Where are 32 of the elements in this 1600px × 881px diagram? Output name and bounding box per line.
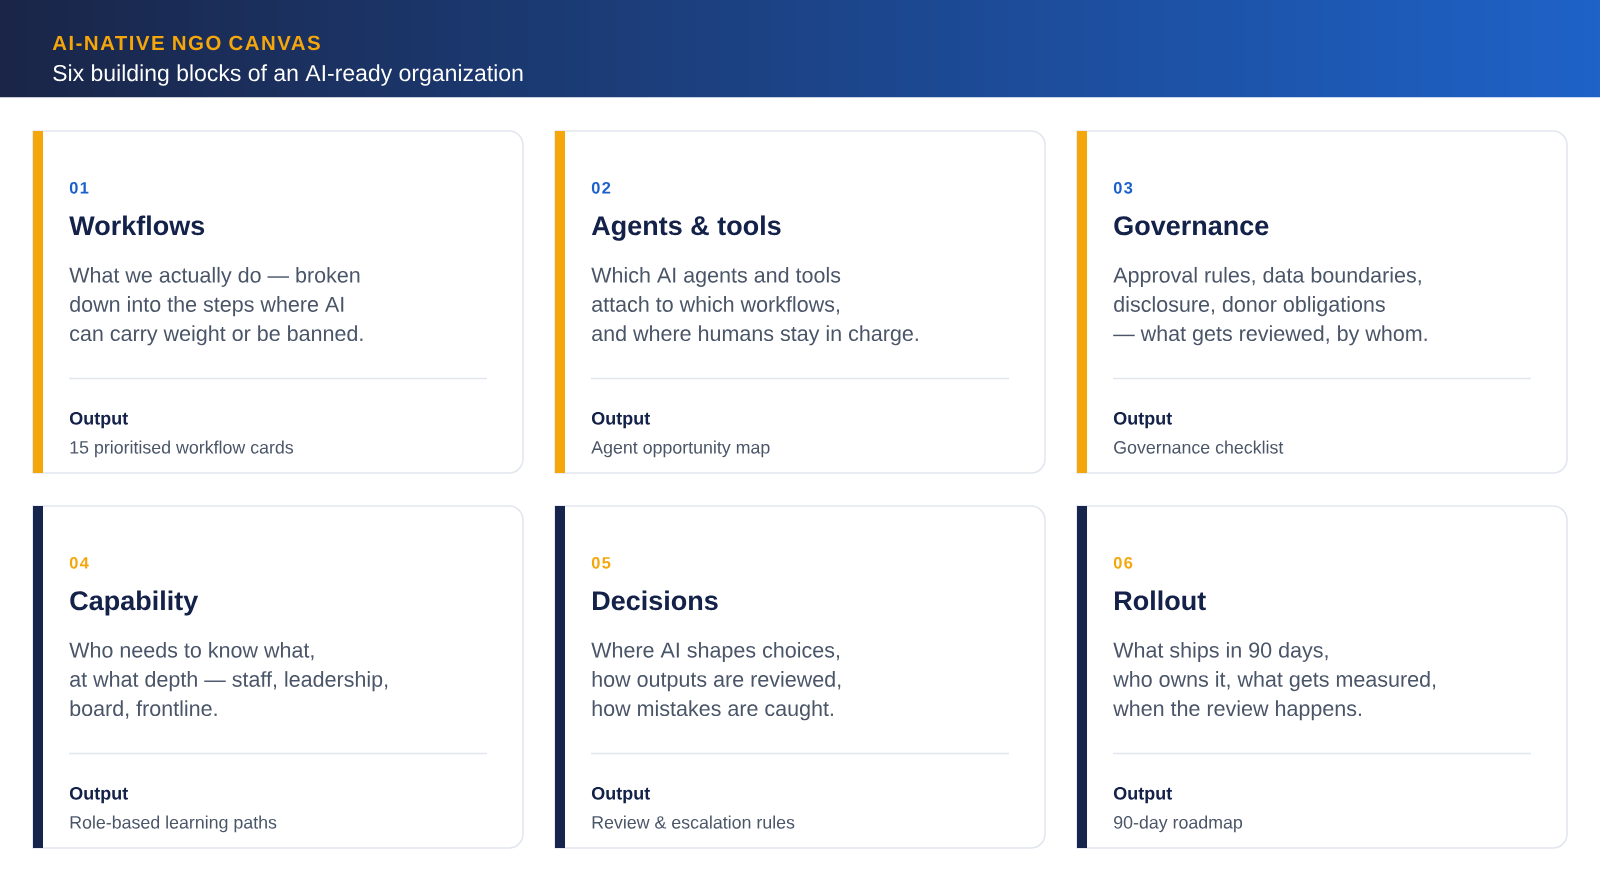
output-text: Governance checklist	[1114, 440, 1284, 454]
output-label: Output	[69, 786, 128, 804]
card-heading: Agents & tools	[591, 215, 781, 241]
output-label: Output	[1113, 786, 1172, 804]
card-heading: Capability	[70, 590, 199, 616]
card-number: 04	[69, 556, 89, 569]
card-heading: Governance	[1114, 216, 1269, 236]
output-label: Output	[591, 786, 650, 804]
subtitle: Six building blocks of an AI-ready organization	[53, 64, 523, 86]
card-number: 01	[69, 181, 89, 194]
card-heading: Workflows	[69, 215, 205, 236]
card-number: 06	[1113, 556, 1133, 569]
card-number: 02	[591, 181, 611, 194]
output-text: 90-day roadmap	[1114, 815, 1243, 833]
output-label: Output	[591, 411, 650, 429]
output-text: Agent opportunity map	[591, 440, 770, 458]
output-label: Output	[69, 411, 128, 429]
card-description: Which AI agents and tools attach to which workflows, and where humans stay in charge.	[591, 266, 918, 346]
card-description: Where AI shapes choices, how outputs are reviewed, how mistakes are caught.	[591, 641, 841, 721]
title: AI-NATIVE NGO CANVAS	[52, 35, 320, 51]
card-heading: Decisions	[593, 590, 718, 611]
card-number: 03	[1113, 181, 1133, 194]
card-heading: Rollout	[1115, 590, 1206, 611]
card-description: Who needs to know what, at what depth — staff, leadership, board, frontline.	[69, 641, 388, 719]
output-label: Output	[1113, 411, 1172, 429]
output-text: Review & escalation rules	[592, 815, 795, 829]
card-description: What ships in 90 days, who owns it, what gets measured, when the review happens.	[1113, 641, 1436, 721]
card-number: 05	[591, 556, 611, 569]
card-description: What we actually do — broken down into the steps where AI can carry weight or be banned.	[69, 266, 363, 346]
card-description: Approval rules, data boundaries, disclosure, donor obligations — what gets reviewed, by whom.	[1113, 266, 1427, 346]
output-text: 15 prioritised workflow cards	[70, 440, 294, 458]
output-text: Role-based learning paths	[70, 815, 277, 833]
